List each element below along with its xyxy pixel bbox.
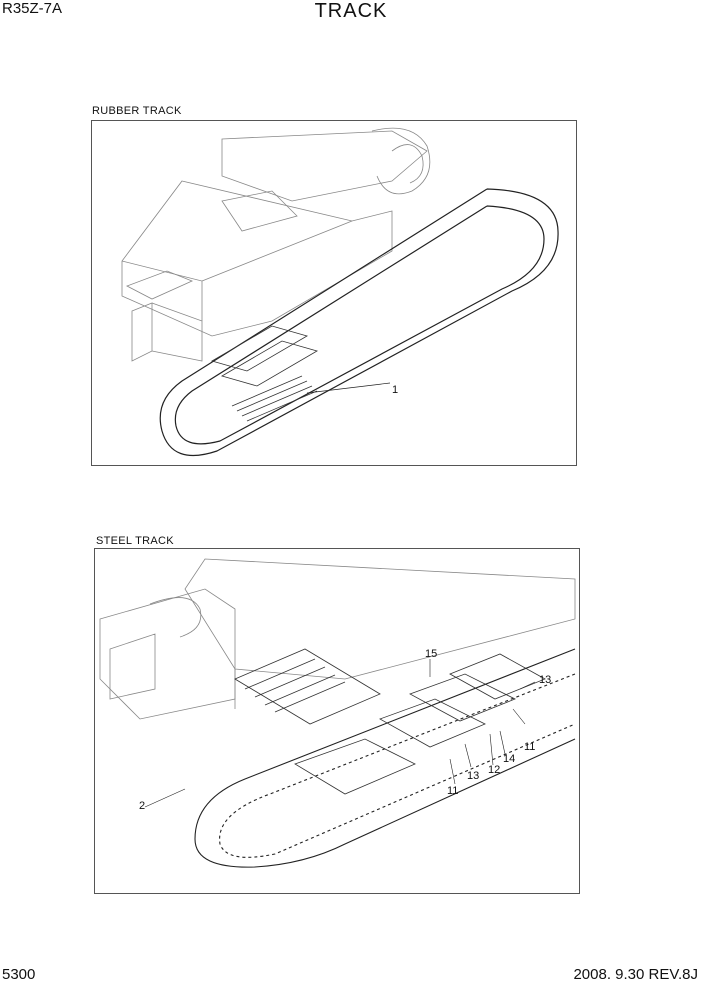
callout-13-upper: 13 [539,674,551,686]
steel-track-drawing: 15 13 11 14 12 13 11 2 [99,558,576,868]
page-number: 5300 [2,966,36,983]
page-title: TRACK [314,0,388,22]
revision-date: 2008. 9.30 REV.8J [573,966,698,983]
callout-1: 1 [392,384,398,396]
model-code: R35Z-7A [2,0,63,17]
rubber-track-label: RUBBER TRACK [92,105,182,117]
callout-11-lower: 11 [447,785,458,797]
steel-track-label: STEEL TRACK [96,535,174,547]
callout-2: 2 [139,800,145,812]
callout-15: 15 [425,648,437,660]
callout-12: 12 [488,764,500,776]
rubber-track-drawing: 1 [121,127,559,457]
callout-13-lower: 13 [467,770,479,782]
callout-11-upper: 11 [524,741,535,753]
callout-14: 14 [503,753,515,765]
rubber-track-panel: 1 [91,120,577,466]
steel-track-panel: 15 13 11 14 12 13 11 2 [94,548,580,894]
